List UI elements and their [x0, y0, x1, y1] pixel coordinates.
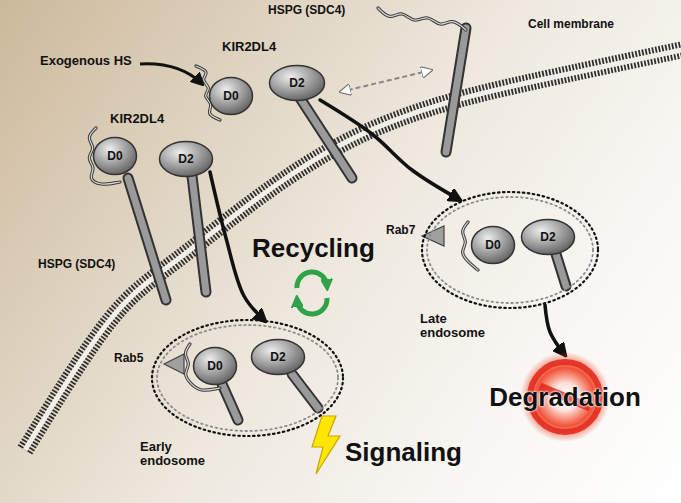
process-heading: Signaling	[345, 438, 462, 468]
stalk	[222, 384, 238, 420]
domain-label: D2	[270, 350, 285, 364]
domain-ellipse: D2	[158, 140, 214, 178]
lightning-bolt	[312, 416, 340, 474]
endosome: D0D2Late endosome	[420, 190, 600, 310]
part-label: HSPG (SDC4)	[38, 258, 115, 272]
domain-ellipse-shape	[252, 340, 305, 375]
endosome-label: Early endosome	[140, 440, 215, 469]
part-label: KIR2DL4	[110, 112, 164, 127]
domain-ellipse: D2	[268, 64, 326, 102]
domain-ellipse-shape	[522, 220, 575, 255]
domain-ellipse-shape	[270, 66, 325, 101]
outcome-label: Degradation	[489, 382, 641, 413]
degradation-sign: Degradation	[475, 352, 655, 442]
cell-membrane-core	[25, 45, 681, 450]
recycling-arrow	[297, 272, 327, 288]
transport-arrow	[545, 305, 565, 355]
part-label: Exogenous HS	[40, 54, 132, 69]
domain-ellipse: D2	[250, 338, 306, 376]
domain-ellipse: D0	[192, 346, 238, 386]
binding-arrow	[140, 64, 202, 84]
cell-membrane	[25, 45, 681, 450]
domain-ellipse: D0	[92, 136, 138, 176]
part-label: Rab5	[114, 352, 143, 366]
domain-label: D2	[289, 76, 304, 90]
stalk	[300, 98, 352, 178]
hs-chain	[378, 8, 466, 30]
shape-outline	[150, 318, 345, 438]
part-label: Rab7	[386, 224, 415, 238]
stalk-outline	[446, 28, 466, 152]
domain-ellipse-shape	[210, 78, 253, 115]
endosome-membrane-inner	[427, 197, 593, 303]
stalk-outline	[292, 374, 318, 408]
stalk	[292, 374, 318, 408]
domain-ellipse-shape	[194, 348, 237, 385]
endosome-membrane	[152, 320, 343, 436]
hs-chain-highlight	[378, 8, 466, 30]
part-label: KIR2DL4	[222, 40, 276, 55]
domain-label: D0	[107, 149, 122, 163]
endosome-membrane	[422, 192, 598, 308]
transport-arrow	[320, 100, 460, 200]
endosome: D0D2Early endosome	[150, 318, 345, 438]
part-label: Cell membrane	[528, 18, 614, 32]
stalk-outline	[192, 176, 206, 292]
endosome-label: Late endosome	[420, 312, 500, 341]
recycling-arrow	[297, 298, 327, 314]
domain-label: D0	[485, 238, 500, 252]
domain-ellipse-shape	[94, 138, 137, 175]
domain-label: D2	[540, 230, 555, 244]
stalk	[556, 254, 566, 286]
domain-label: D2	[178, 152, 193, 166]
domain-ellipse-shape	[472, 227, 515, 264]
stalk	[128, 178, 166, 300]
domain-label: D0	[223, 89, 238, 103]
stalk-outline	[556, 254, 566, 286]
process-heading: Recycling	[252, 234, 375, 264]
stalk-outline	[300, 98, 352, 178]
stalk	[446, 28, 466, 152]
domain-ellipse: D2	[520, 218, 576, 256]
stalk-outline	[222, 384, 238, 420]
rab-triangle	[164, 354, 184, 374]
endosome-membrane-inner	[157, 325, 338, 431]
stalk-outline	[128, 178, 166, 300]
domain-ellipse: D0	[470, 225, 516, 265]
domain-label: D0	[207, 359, 222, 373]
domain-ellipse: D0	[208, 76, 254, 116]
domain-ellipse-shape	[160, 142, 213, 177]
part-label: HSPG (SDC4)	[268, 4, 345, 18]
exchange-arrow	[340, 70, 432, 92]
stalk	[192, 176, 206, 292]
